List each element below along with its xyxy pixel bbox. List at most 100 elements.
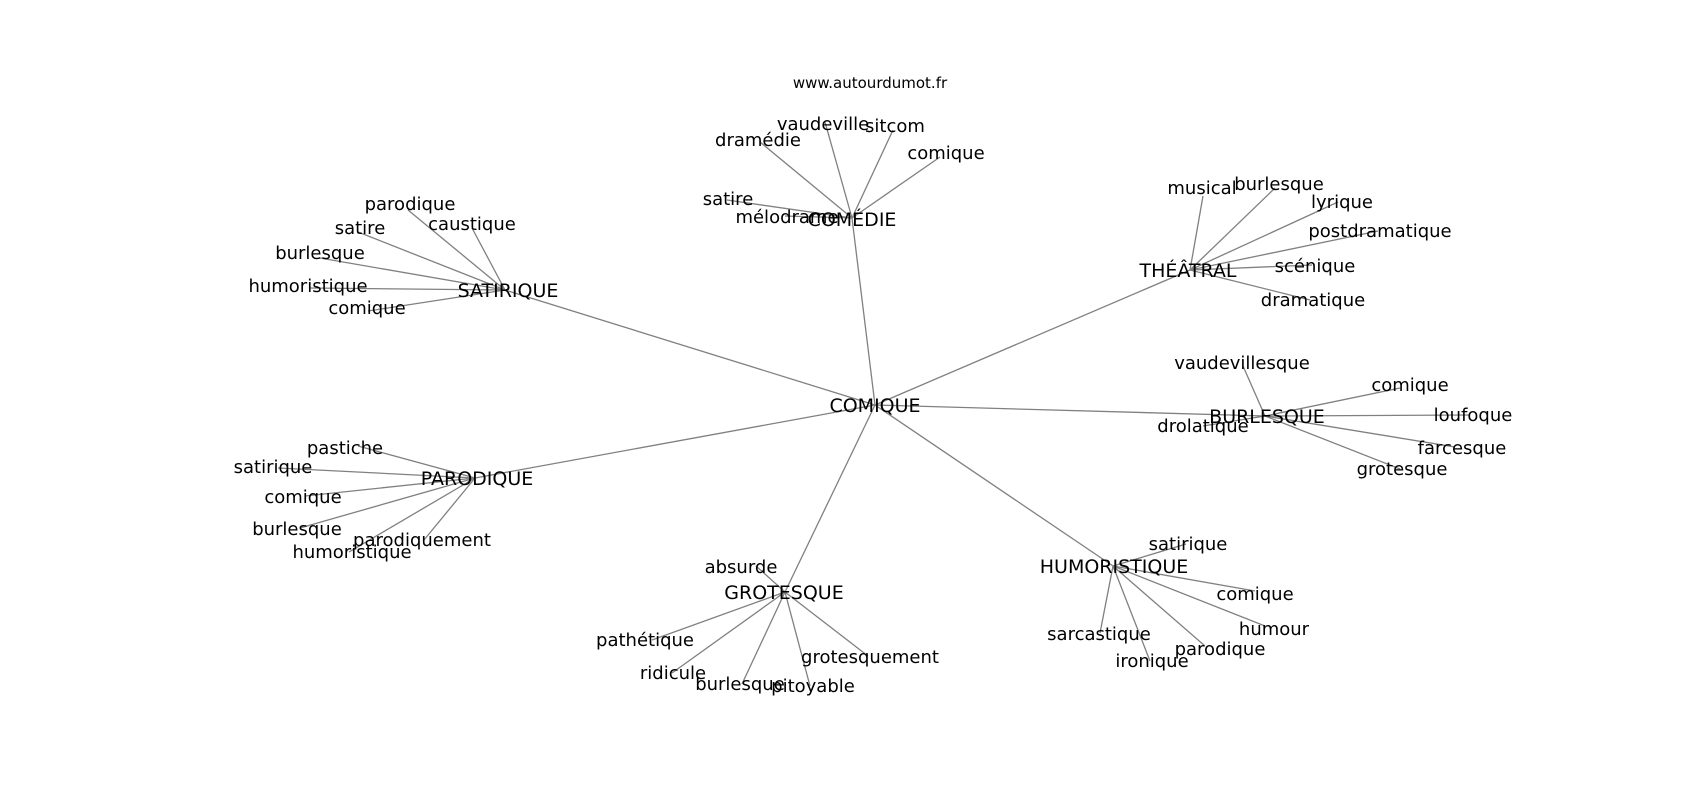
graph-edges (277, 121, 1471, 687)
edge-hub-6-leaf-3 (1112, 565, 1206, 647)
edge-root-hub-5 (784, 404, 876, 593)
edge-hub-3-leaf-2 (1264, 414, 1471, 417)
leaf-node-label: pathétique (596, 630, 694, 651)
leaf-node-label: satire (335, 218, 386, 239)
leaf-node-label: sitcom (865, 116, 925, 137)
edge-hub-0-leaf-0 (759, 141, 853, 219)
hub-node-label: SATIRIQUE (458, 280, 559, 302)
leaf-node-label: grotesquement (801, 647, 939, 668)
edge-hub-0-leaf-3 (851, 156, 941, 219)
leaf-node-label: pastiche (307, 438, 383, 459)
edge-hub-6-leaf-1 (1112, 565, 1256, 592)
edge-hub-4-leaf-5 (348, 477, 476, 553)
edge-hub-2-leaf-2 (471, 227, 506, 291)
leaf-node-label: humoristique (248, 276, 367, 297)
leaf-node-label: parodique (365, 194, 456, 215)
edge-hub-6-leaf-5 (1112, 565, 1151, 662)
edge-hub-6-leaf-2 (1112, 565, 1266, 627)
edge-hub-3-leaf-0 (1242, 365, 1266, 417)
leaf-node-label: dramatique (1261, 290, 1365, 311)
site-url: www.autourdumot.fr (793, 74, 948, 92)
edge-hub-3-leaf-3 (1202, 415, 1266, 427)
edge-hub-2-leaf-3 (319, 257, 506, 291)
leaf-node-label: parodiquement (353, 530, 491, 551)
leaf-node-label: vaudeville (777, 114, 869, 135)
edge-hub-3-leaf-1 (1264, 387, 1401, 417)
edge-hub-5-leaf-4 (784, 591, 811, 687)
hub-node-label: THÉÂTRAL (1138, 259, 1236, 282)
edge-hub-0-leaf-5 (784, 215, 853, 219)
edge-hub-5-leaf-1 (651, 591, 786, 641)
edge-hub-2-leaf-4 (309, 287, 506, 291)
leaf-node-label: burlesque (252, 519, 342, 540)
leaf-node-label: burlesque (695, 674, 785, 695)
edge-hub-1-leaf-5 (1189, 269, 1311, 301)
leaf-node-label: loufoque (1434, 405, 1513, 426)
leaf-node-label: dramédie (715, 130, 801, 151)
edge-hub-2-leaf-1 (357, 231, 506, 291)
edge-hub-4-leaf-3 (299, 477, 476, 529)
edge-hub-1-leaf-0 (1189, 195, 1204, 271)
leaf-node-label: ironique (1115, 651, 1188, 672)
edge-hub-3-leaf-5 (1264, 415, 1401, 470)
hub-node-label: COMÉDIE (808, 208, 897, 231)
leaf-node-label: scénique (1275, 256, 1356, 277)
edge-hub-5-leaf-2 (671, 591, 786, 674)
edge-root-hub-1 (874, 269, 1191, 406)
leaf-node-label: pitoyable (771, 676, 855, 697)
leaf-node-label: satirique (1149, 534, 1228, 555)
edge-hub-1-leaf-1 (1189, 187, 1276, 271)
leaf-node-label: caustique (428, 214, 516, 235)
edge-hub-3-leaf-4 (1264, 415, 1456, 448)
leaf-node-label: postdramatique (1308, 221, 1451, 242)
leaf-node-label: vaudevillesque (1174, 353, 1310, 374)
leaf-node-label: mélodrame (735, 207, 838, 228)
leaf-node-label: musical (1167, 178, 1236, 199)
hub-node-label: HUMORISTIQUE (1040, 556, 1188, 578)
leaf-node-label: absurde (705, 557, 778, 578)
edge-hub-4-leaf-2 (304, 477, 476, 497)
leaf-node-label: burlesque (1234, 174, 1324, 195)
leaf-node-label: sarcastique (1047, 624, 1151, 645)
edge-hub-6-leaf-4 (1099, 565, 1114, 634)
leaf-node-label: comique (907, 143, 984, 164)
leaf-node-label: comique (328, 298, 405, 319)
edge-hub-0-leaf-2 (851, 129, 894, 219)
edge-hub-5-leaf-5 (784, 591, 869, 657)
leaf-node-label: satire (703, 189, 754, 210)
leaf-node-label: lyrique (1311, 192, 1373, 213)
edge-hub-0-leaf-4 (726, 199, 853, 219)
leaf-node-label: comique (264, 487, 341, 508)
edge-root-hub-0 (851, 217, 876, 406)
leaf-node-label: drolatique (1157, 416, 1248, 437)
edge-hub-5-leaf-3 (741, 591, 786, 685)
leaf-node-label: humoristique (292, 542, 411, 563)
edge-root-hub-3 (874, 404, 1266, 417)
leaf-node-label: comique (1216, 584, 1293, 605)
edge-hub-1-leaf-3 (1189, 230, 1379, 271)
leaf-node-label: satirique (234, 457, 313, 478)
edge-hub-4-leaf-0 (357, 445, 476, 479)
edge-hub-2-leaf-0 (407, 209, 506, 291)
leaf-node-label: humour (1239, 619, 1310, 640)
edge-hub-4-leaf-1 (277, 467, 476, 479)
leaf-node-label: farcesque (1418, 438, 1507, 459)
hub-node-label: BURLESQUE (1209, 406, 1325, 428)
leaf-node-label: comique (1371, 375, 1448, 396)
edge-hub-0-leaf-1 (824, 121, 853, 219)
edge-hub-1-leaf-4 (1189, 264, 1313, 271)
leaf-node-label: parodique (1175, 639, 1266, 660)
hub-node-label: PARODIQUE (421, 468, 534, 490)
leaf-node-label: grotesque (1357, 459, 1448, 480)
edge-root-hub-6 (874, 404, 1114, 567)
root-node-label: COMIQUE (829, 395, 920, 417)
edge-hub-1-leaf-2 (1189, 201, 1339, 271)
hub-node-label: GROTESQUE (724, 582, 843, 604)
edge-hub-2-leaf-5 (367, 289, 506, 312)
edge-hub-6-leaf-0 (1112, 543, 1187, 567)
leaf-node-label: burlesque (275, 243, 365, 264)
edge-root-hub-2 (504, 289, 876, 406)
edge-root-hub-4 (474, 404, 876, 479)
